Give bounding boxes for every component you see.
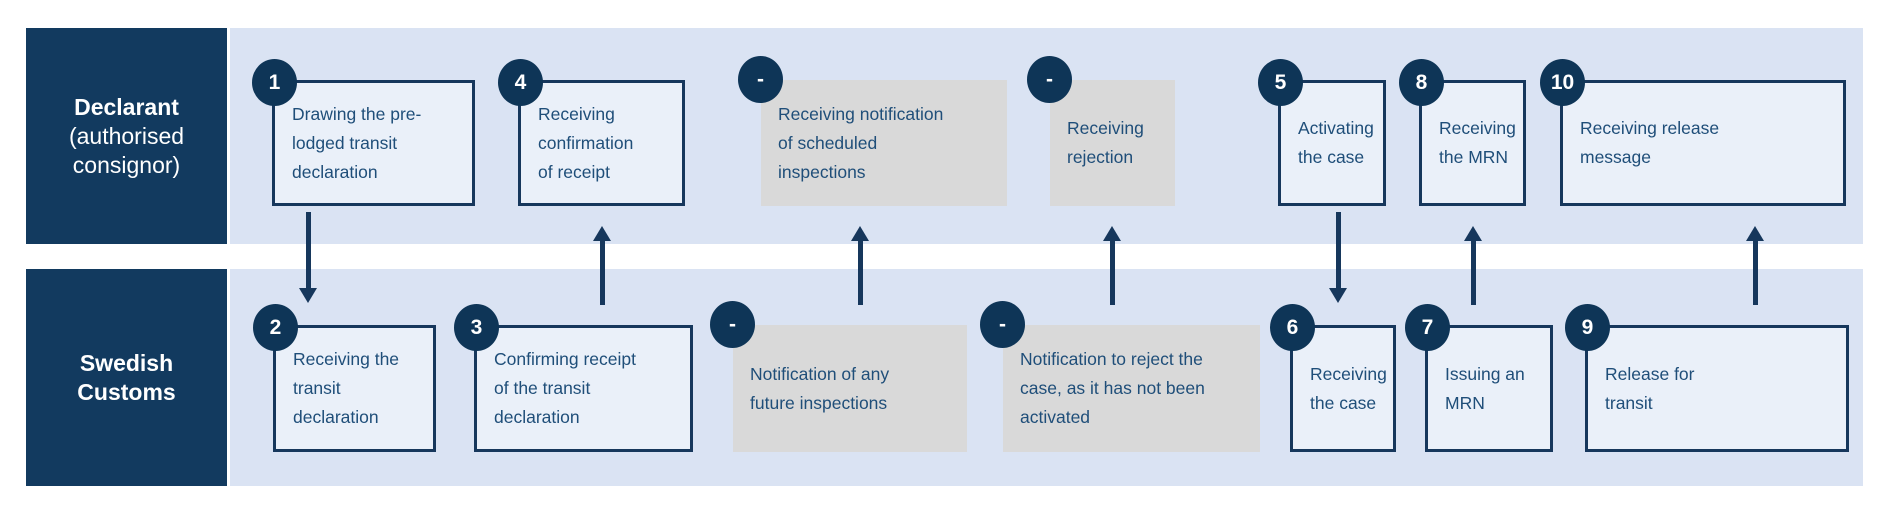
step-box-receiving-rejection: - Receiving rejection xyxy=(1027,56,1175,206)
arrow-shaft xyxy=(1109,241,1115,305)
lane-label-declarant: Declarant (authorised consignor) xyxy=(26,28,227,244)
step-badge-10: 10 xyxy=(1540,59,1585,106)
step-box-3: 3 Confirming receipt of the transit decl… xyxy=(454,304,693,452)
arrow-head-up-icon xyxy=(1464,226,1482,241)
step-box-9: 9 Release for transit xyxy=(1565,304,1849,452)
step-badge-dash: - xyxy=(738,56,783,103)
step-label: Receiving release message xyxy=(1580,118,1720,167)
step-box-4: 4 Receiving confirmation of receipt xyxy=(498,59,685,206)
arrow-head-up-icon xyxy=(1746,226,1764,241)
step-box-1: 1 Drawing the pre- lodged transit declar… xyxy=(252,59,475,206)
step-badge-1: 1 xyxy=(252,59,297,106)
step-label: Receiving the case xyxy=(1310,363,1387,413)
step-label: Release for transit xyxy=(1605,363,1695,413)
step-box-scheduled-inspections: - Receiving notification of scheduled in… xyxy=(738,56,1007,206)
step-badge-5: 5 xyxy=(1258,59,1303,106)
step-label: Receiving the MRN xyxy=(1439,118,1516,167)
step-label: Notification to reject the case, as it h… xyxy=(1020,349,1205,427)
step-label: Issuing an MRN xyxy=(1445,363,1525,413)
step-box-7: 7 Issuing an MRN xyxy=(1405,304,1553,452)
step-label: Receiving rejection xyxy=(1067,118,1144,167)
arrow-up-rejection xyxy=(1103,226,1121,305)
arrow-up-7-to-8 xyxy=(1464,226,1482,305)
arrow-head-up-icon xyxy=(1103,226,1121,241)
step-badge-2: 2 xyxy=(253,304,298,351)
lane-subtitle: (authorised consignor) xyxy=(68,122,185,178)
step-label: Receiving the transit declaration xyxy=(293,349,400,427)
lane-title: Declarant xyxy=(74,93,179,120)
step-badge-3: 3 xyxy=(454,304,499,351)
step-badge-6: 6 xyxy=(1270,304,1315,351)
step-box-future-inspections: - Notification of any future inspections xyxy=(710,301,967,452)
step-box-reject-notification: - Notification to reject the case, as it… xyxy=(980,301,1260,452)
step-label: Receiving confirmation of receipt xyxy=(538,103,634,182)
step-label: Activating the case xyxy=(1298,118,1374,167)
arrow-shaft xyxy=(1470,241,1476,305)
arrow-down-1-to-2 xyxy=(299,212,317,303)
lane-label-customs: Swedish Customs xyxy=(26,269,227,486)
step-label: Receiving notification of scheduled insp… xyxy=(778,103,944,182)
step-label: Confirming receipt of the transit declar… xyxy=(494,349,636,427)
step-box-5: 5 Activating the case xyxy=(1258,59,1386,206)
step-box-8: 8 Receiving the MRN xyxy=(1399,59,1526,206)
step-badge-7: 7 xyxy=(1405,304,1450,351)
arrow-shaft xyxy=(599,241,605,305)
arrow-down-5-to-6 xyxy=(1329,212,1347,303)
step-badge-4: 4 xyxy=(498,59,543,106)
arrow-up-9-to-10 xyxy=(1746,226,1764,305)
arrow-shaft xyxy=(305,212,311,288)
arrow-shaft xyxy=(857,241,863,305)
step-label: Notification of any future inspections xyxy=(750,363,890,413)
arrow-head-up-icon xyxy=(851,226,869,241)
arrow-head-down-icon xyxy=(299,288,317,303)
step-badge-dash: - xyxy=(1027,56,1072,103)
lane-title: Swedish Customs xyxy=(77,349,176,405)
arrow-up-3-to-4 xyxy=(593,226,611,305)
arrow-head-down-icon xyxy=(1329,288,1347,303)
arrow-shaft xyxy=(1752,241,1758,305)
step-badge-dash: - xyxy=(710,301,755,348)
step-box-6: 6 Receiving the case xyxy=(1270,304,1396,452)
arrow-head-up-icon xyxy=(593,226,611,241)
arrow-shaft xyxy=(1335,212,1341,288)
step-badge-dash: - xyxy=(980,301,1025,348)
step-badge-8: 8 xyxy=(1399,59,1444,106)
step-badge-9: 9 xyxy=(1565,304,1610,351)
step-box-2: 2 Receiving the transit declaration xyxy=(253,304,436,452)
arrow-up-inspections xyxy=(851,226,869,305)
step-label: Drawing the pre- lodged transit declarat… xyxy=(292,103,422,182)
step-box-10: 10 Receiving release message xyxy=(1540,59,1846,206)
